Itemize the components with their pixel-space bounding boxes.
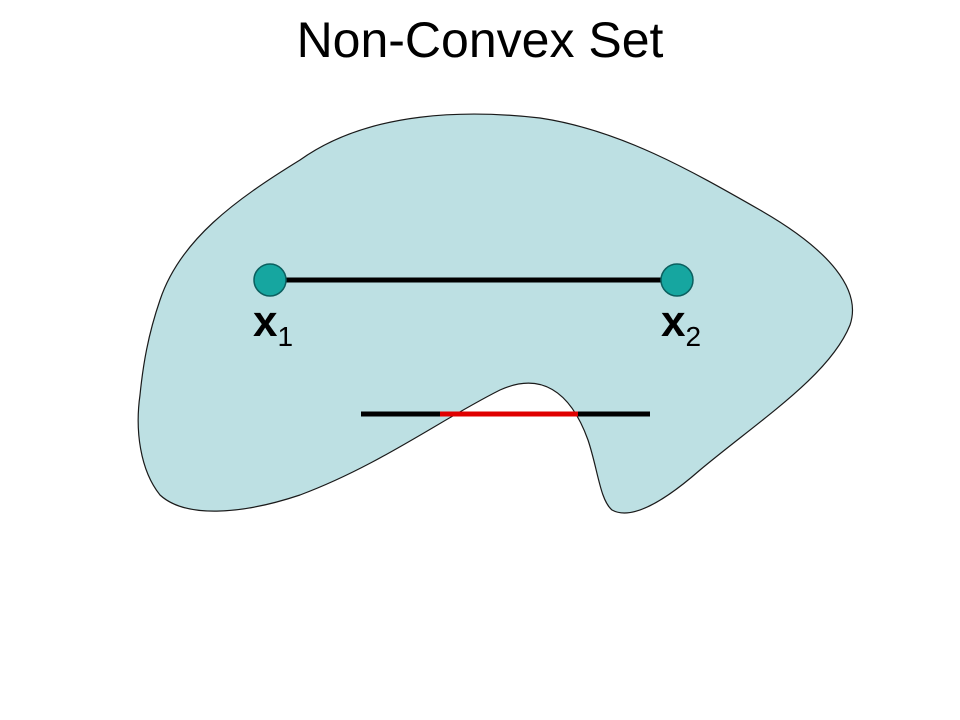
slide-title: Non-Convex Set [296,12,664,68]
point-x1-label: x1 [253,297,293,352]
non-convex-region [137,113,854,514]
point-x2-label: x2 [661,297,701,352]
point-x2-marker [660,263,694,297]
point-x1-marker [253,263,287,297]
